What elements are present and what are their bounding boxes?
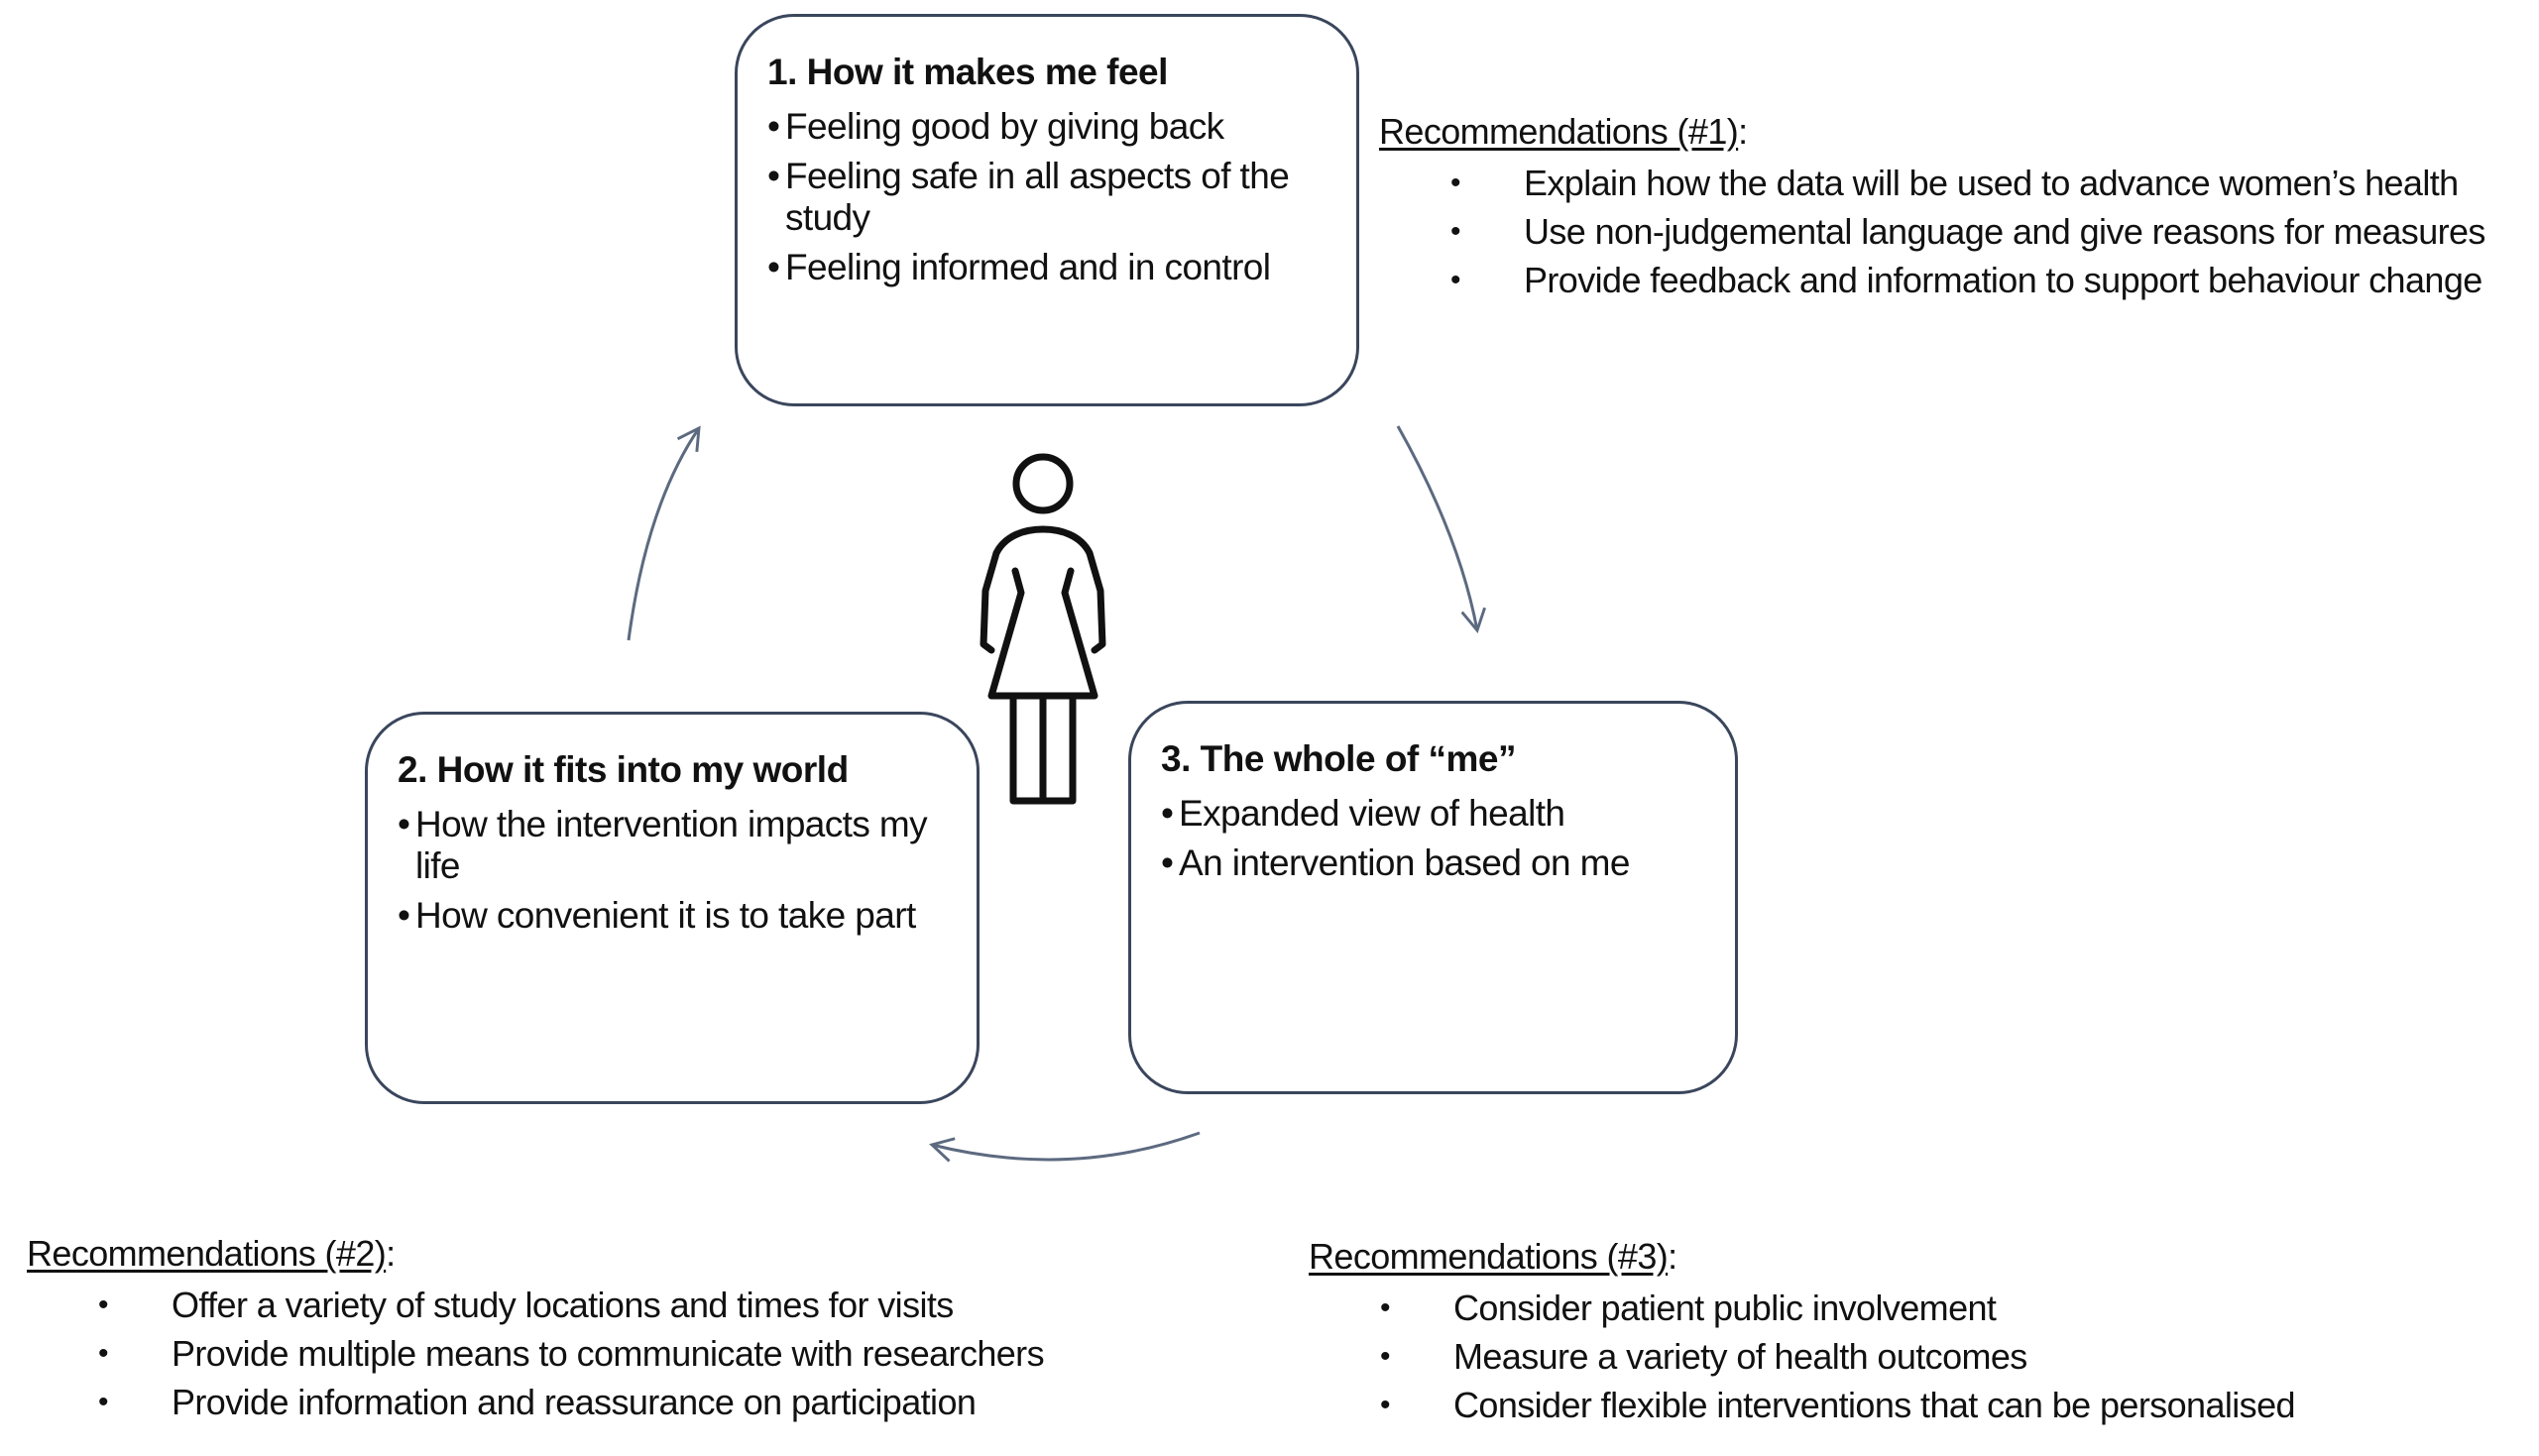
recommendation-item: • Offer a variety of study locations and … (27, 1281, 1044, 1329)
theme-item: •Feeling informed and in control (767, 247, 1327, 288)
recommendations-heading-text: Recommendations (#3) (1309, 1236, 1669, 1277)
theme-title: 2. How it fits into my world (398, 749, 849, 790)
recommendation-text: Offer a variety of study locations and t… (172, 1285, 954, 1325)
theme-item-text: How convenient it is to take part (415, 895, 916, 936)
recommendations-heading: Recommendations (#2): (27, 1231, 1044, 1277)
recommendation-text: Explain how the data will be used to adv… (1524, 163, 2459, 203)
theme-item-text: Expanded view of health (1179, 793, 1565, 834)
bullet-icon: • (1380, 1291, 1391, 1324)
theme-box-whole-me: 3. The whole of “me” •Expanded view of h… (1128, 701, 1738, 1094)
bullet-icon: • (767, 247, 780, 287)
theme-item-text: Feeling informed and in control (785, 247, 1271, 287)
recommendations-heading-text: Recommendations (#1) (1379, 111, 1739, 152)
theme-item: •Feeling good by giving back (767, 106, 1327, 148)
recommendations-heading: Recommendations (#3): (1309, 1234, 2295, 1280)
recommendation-item: • Provide information and reassurance on … (27, 1378, 1044, 1426)
recommendations-3: Recommendations (#3): • Consider patient … (1309, 1234, 2296, 1429)
recommendations-heading-colon: : (1738, 111, 1748, 152)
recommendations-heading-colon: : (386, 1233, 396, 1274)
recommendation-text: Consider patient public involvement (1453, 1288, 1997, 1328)
theme-item-list: •Expanded view of health •An interventio… (1161, 793, 1705, 884)
bullet-icon: • (98, 1288, 109, 1321)
theme-item-list: •Feeling good by giving back •Feeling sa… (767, 106, 1327, 288)
recommendation-text: Provide feedback and information to supp… (1524, 260, 2482, 300)
recommendations-2: Recommendations (#2): • Offer a variety o… (27, 1231, 1045, 1426)
theme-item: •Feeling safe in all aspects of the stud… (767, 156, 1327, 239)
theme-box-feel: 1. How it makes me feel •Feeling good by… (735, 14, 1359, 406)
theme-title: 3. The whole of “me” (1161, 738, 1517, 779)
recommendations-list: • Consider patient public involvement • Me… (1309, 1284, 2296, 1429)
recommendation-item: • Provide multiple means to communicate w… (27, 1329, 1045, 1378)
bullet-icon: • (767, 156, 780, 196)
theme-item: •Expanded view of health (1161, 793, 1705, 835)
bullet-icon: • (398, 895, 410, 936)
bullet-icon: • (767, 106, 780, 147)
theme-item-text: How the intervention impacts my life (415, 804, 928, 886)
recommendations-heading-text: Recommendations (#2) (27, 1233, 387, 1274)
cycle-arrow-1-to-3 (1396, 425, 1486, 633)
recommendation-text: Provide information and reassurance on p… (172, 1382, 977, 1422)
theme-item: •How convenient it is to take part (398, 895, 947, 937)
theme-item-text: Feeling safe in all aspects of the study (785, 156, 1290, 238)
recommendations-list: • Offer a variety of study locations and … (27, 1281, 1045, 1426)
theme-item-list: •How the intervention impacts my life •H… (398, 804, 947, 937)
bullet-icon: • (98, 1337, 109, 1370)
bullet-icon: • (1450, 264, 1461, 296)
recommendation-item: • Provide feedback and information to sup… (1379, 256, 2485, 304)
recommendations-heading-colon: : (1668, 1236, 1677, 1277)
recommendations-heading: Recommendations (#1): (1379, 109, 2485, 155)
theme-item-text: Feeling good by giving back (785, 106, 1224, 147)
bullet-icon: • (1161, 842, 1174, 883)
theme-item: •How the intervention impacts my life (398, 804, 947, 887)
recommendation-item: • Measure a variety of health outcomes (1309, 1332, 2295, 1381)
theme-item-text: An intervention based on me (1179, 842, 1630, 883)
theme-box-world: 2. How it fits into my world •How the in… (365, 712, 980, 1104)
bullet-icon: • (1380, 1389, 1391, 1421)
recommendation-item: • Consider patient public involvement (1309, 1284, 2295, 1332)
bullet-icon: • (398, 804, 410, 844)
cycle-arrow-3-to-2 (929, 1131, 1201, 1163)
theme-title: 1. How it makes me feel (767, 52, 1168, 92)
recommendation-item: • Consider flexible interventions that ca… (1309, 1381, 2296, 1429)
woman-figure-icon (980, 453, 1106, 805)
bullet-icon: • (1380, 1340, 1391, 1373)
recommendation-text: Consider flexible interventions that can… (1453, 1385, 2296, 1425)
bullet-icon: • (1450, 167, 1461, 199)
recommendations-1: Recommendations (#1): • Explain how the d… (1379, 109, 2485, 304)
recommendation-text: Measure a variety of health outcomes (1453, 1336, 2027, 1377)
bullet-icon: • (98, 1386, 109, 1418)
cycle-arrow-2-to-1 (627, 425, 701, 641)
recommendation-text: Use non-judgemental language and give re… (1524, 211, 2485, 252)
bullet-icon: • (1161, 793, 1174, 834)
recommendation-item: • Use non-judgemental language and give r… (1379, 207, 2485, 256)
bullet-icon: • (1450, 215, 1461, 248)
recommendations-list: • Explain how the data will be used to ad… (1379, 159, 2485, 304)
theme-item: •An intervention based on me (1161, 842, 1705, 884)
recommendation-text: Provide multiple means to communicate wi… (172, 1333, 1045, 1374)
recommendation-item: • Explain how the data will be used to ad… (1379, 159, 2485, 207)
